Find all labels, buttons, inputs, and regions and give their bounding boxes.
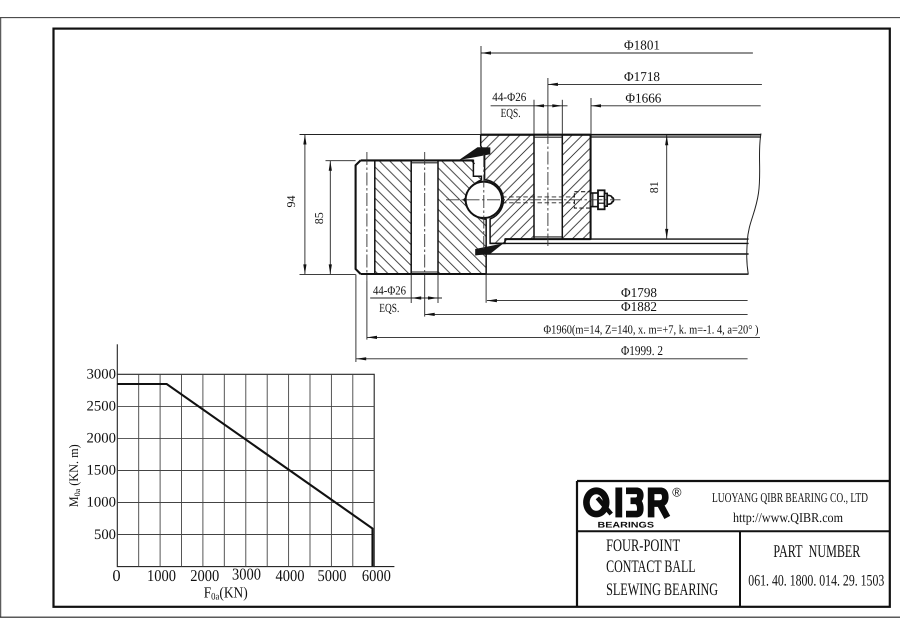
svg-text:2000: 2000 [87,431,117,447]
svg-text:LUOYANG QIBR BEARING CO., LTD: LUOYANG QIBR BEARING CO., LTD [712,490,868,505]
svg-text:Φ1798: Φ1798 [621,285,657,300]
svg-text:Φ1718: Φ1718 [624,69,660,84]
svg-text:2000: 2000 [190,566,219,585]
svg-text:44-Φ26: 44-Φ26 [373,283,406,297]
svg-text:500: 500 [94,527,116,543]
svg-text:1000: 1000 [87,495,117,511]
svg-text:2500: 2500 [87,399,117,415]
svg-text:BEARINGS: BEARINGS [598,520,655,529]
svg-text:CONTACT BALL: CONTACT BALL [606,556,696,576]
svg-text:85: 85 [312,212,326,224]
svg-text:4000: 4000 [276,566,305,585]
svg-text:FOUR-POINT: FOUR-POINT [606,535,680,555]
svg-text:®: ® [672,486,682,500]
svg-text:Φ1882: Φ1882 [621,299,657,314]
svg-text:3000: 3000 [87,367,117,383]
svg-text:F0a(KN): F0a(KN) [204,584,248,602]
svg-text:5000: 5000 [318,566,347,585]
svg-text:061. 40. 1800. 014. 29. 1503: 061. 40. 1800. 014. 29. 1503 [748,573,884,590]
svg-text:94: 94 [284,196,298,208]
svg-text:0: 0 [112,566,120,585]
svg-text:M0a (KN. m): M0a (KN. m) [66,444,82,507]
svg-text:SLEWING BEARING: SLEWING BEARING [606,579,718,599]
svg-text:6000: 6000 [362,566,391,585]
svg-text:Φ1801: Φ1801 [624,38,660,53]
svg-text:44-Φ26: 44-Φ26 [492,90,526,104]
svg-text:81: 81 [647,181,661,193]
svg-text:PART NUMBER: PART NUMBER [773,541,860,561]
svg-text:3000: 3000 [232,564,261,583]
svg-text:1000: 1000 [147,566,176,585]
svg-text:Φ1960(m=14, Z=140, x. m=+7, k.: Φ1960(m=14, Z=140, x. m=+7, k. m=-1. 4, … [544,323,759,337]
svg-text:EQS.: EQS. [379,301,399,315]
svg-text:Φ1666: Φ1666 [625,90,661,105]
svg-text:Φ1999. 2: Φ1999. 2 [621,343,663,358]
svg-text:EQS.: EQS. [501,106,521,120]
svg-text:http://www.QIBR.com: http://www.QIBR.com [733,510,843,525]
svg-text:1500: 1500 [87,463,117,479]
